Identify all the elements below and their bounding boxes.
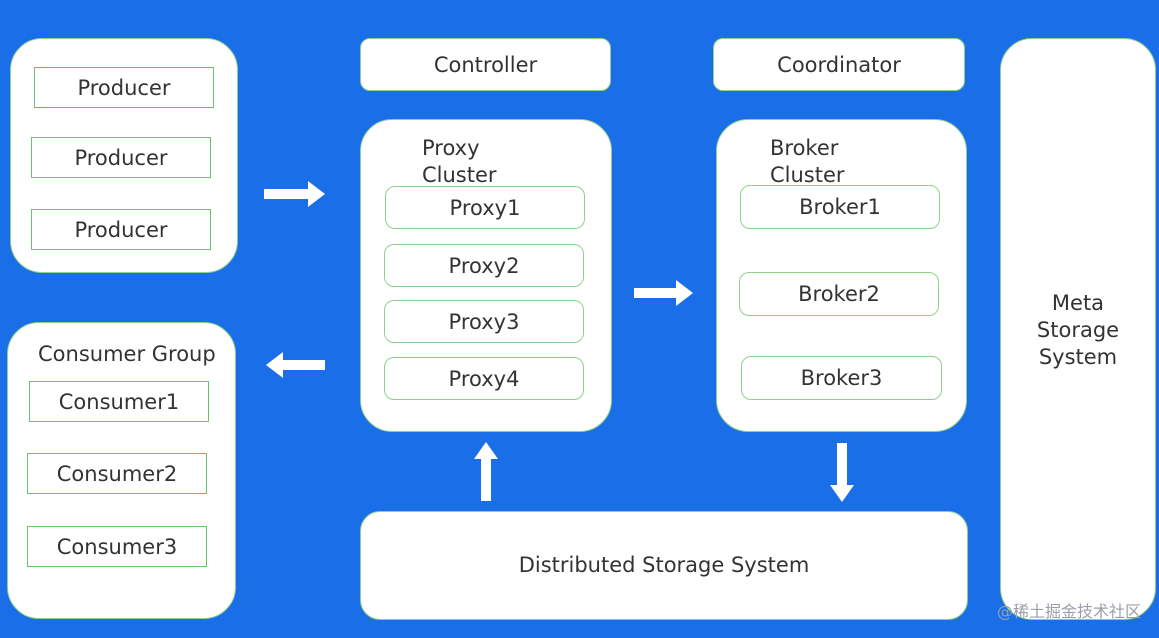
consumer-group-title: Consumer Group bbox=[38, 342, 216, 366]
coordinator-box: Coordinator bbox=[713, 38, 965, 91]
consumer-box-3: Consumer3 bbox=[27, 526, 207, 567]
broker-box-1: Broker1 bbox=[740, 185, 940, 229]
proxy-cluster-title-line2: Cluster bbox=[422, 163, 497, 187]
producer-box-3: Producer bbox=[31, 209, 211, 250]
producer-box-1: Producer bbox=[34, 67, 214, 108]
consumer-box-2: Consumer2 bbox=[27, 453, 207, 494]
producer-box-2: Producer bbox=[31, 137, 211, 178]
arrow-down-broker-to-storage bbox=[830, 443, 854, 502]
consumer-box-1: Consumer1 bbox=[29, 381, 209, 422]
proxy-cluster-title: Proxy Cluster bbox=[422, 135, 497, 189]
arrow-right-proxy-to-broker bbox=[634, 280, 693, 306]
broker-cluster-title-line1: Broker bbox=[770, 136, 839, 160]
broker-cluster-title-line2: Cluster bbox=[770, 163, 845, 187]
proxy-box-3: Proxy3 bbox=[384, 300, 584, 343]
proxy-box-4: Proxy4 bbox=[384, 357, 584, 400]
broker-box-3: Broker3 bbox=[741, 356, 942, 400]
controller-box: Controller bbox=[360, 38, 611, 91]
broker-cluster-title: Broker Cluster bbox=[770, 135, 845, 189]
meta-storage-line3: System bbox=[1038, 345, 1118, 369]
broker-box-2: Broker2 bbox=[739, 272, 939, 316]
meta-storage-line1: Meta bbox=[1051, 291, 1105, 315]
arrow-left-proxy-to-consumer bbox=[266, 352, 325, 378]
meta-storage-line2: Storage bbox=[1036, 318, 1120, 342]
watermark-text: @稀土掘金技术社区 bbox=[996, 602, 1141, 621]
proxy-box-1: Proxy1 bbox=[385, 186, 585, 229]
proxy-cluster-title-line1: Proxy bbox=[422, 136, 480, 160]
distributed-storage-panel: Distributed Storage System bbox=[360, 511, 968, 620]
proxy-box-2: Proxy2 bbox=[384, 244, 584, 287]
arrow-up-storage-to-proxy bbox=[474, 442, 498, 501]
meta-storage-panel: Meta Storage System bbox=[1000, 38, 1156, 620]
arrow-right-producer-to-proxy bbox=[264, 181, 325, 207]
